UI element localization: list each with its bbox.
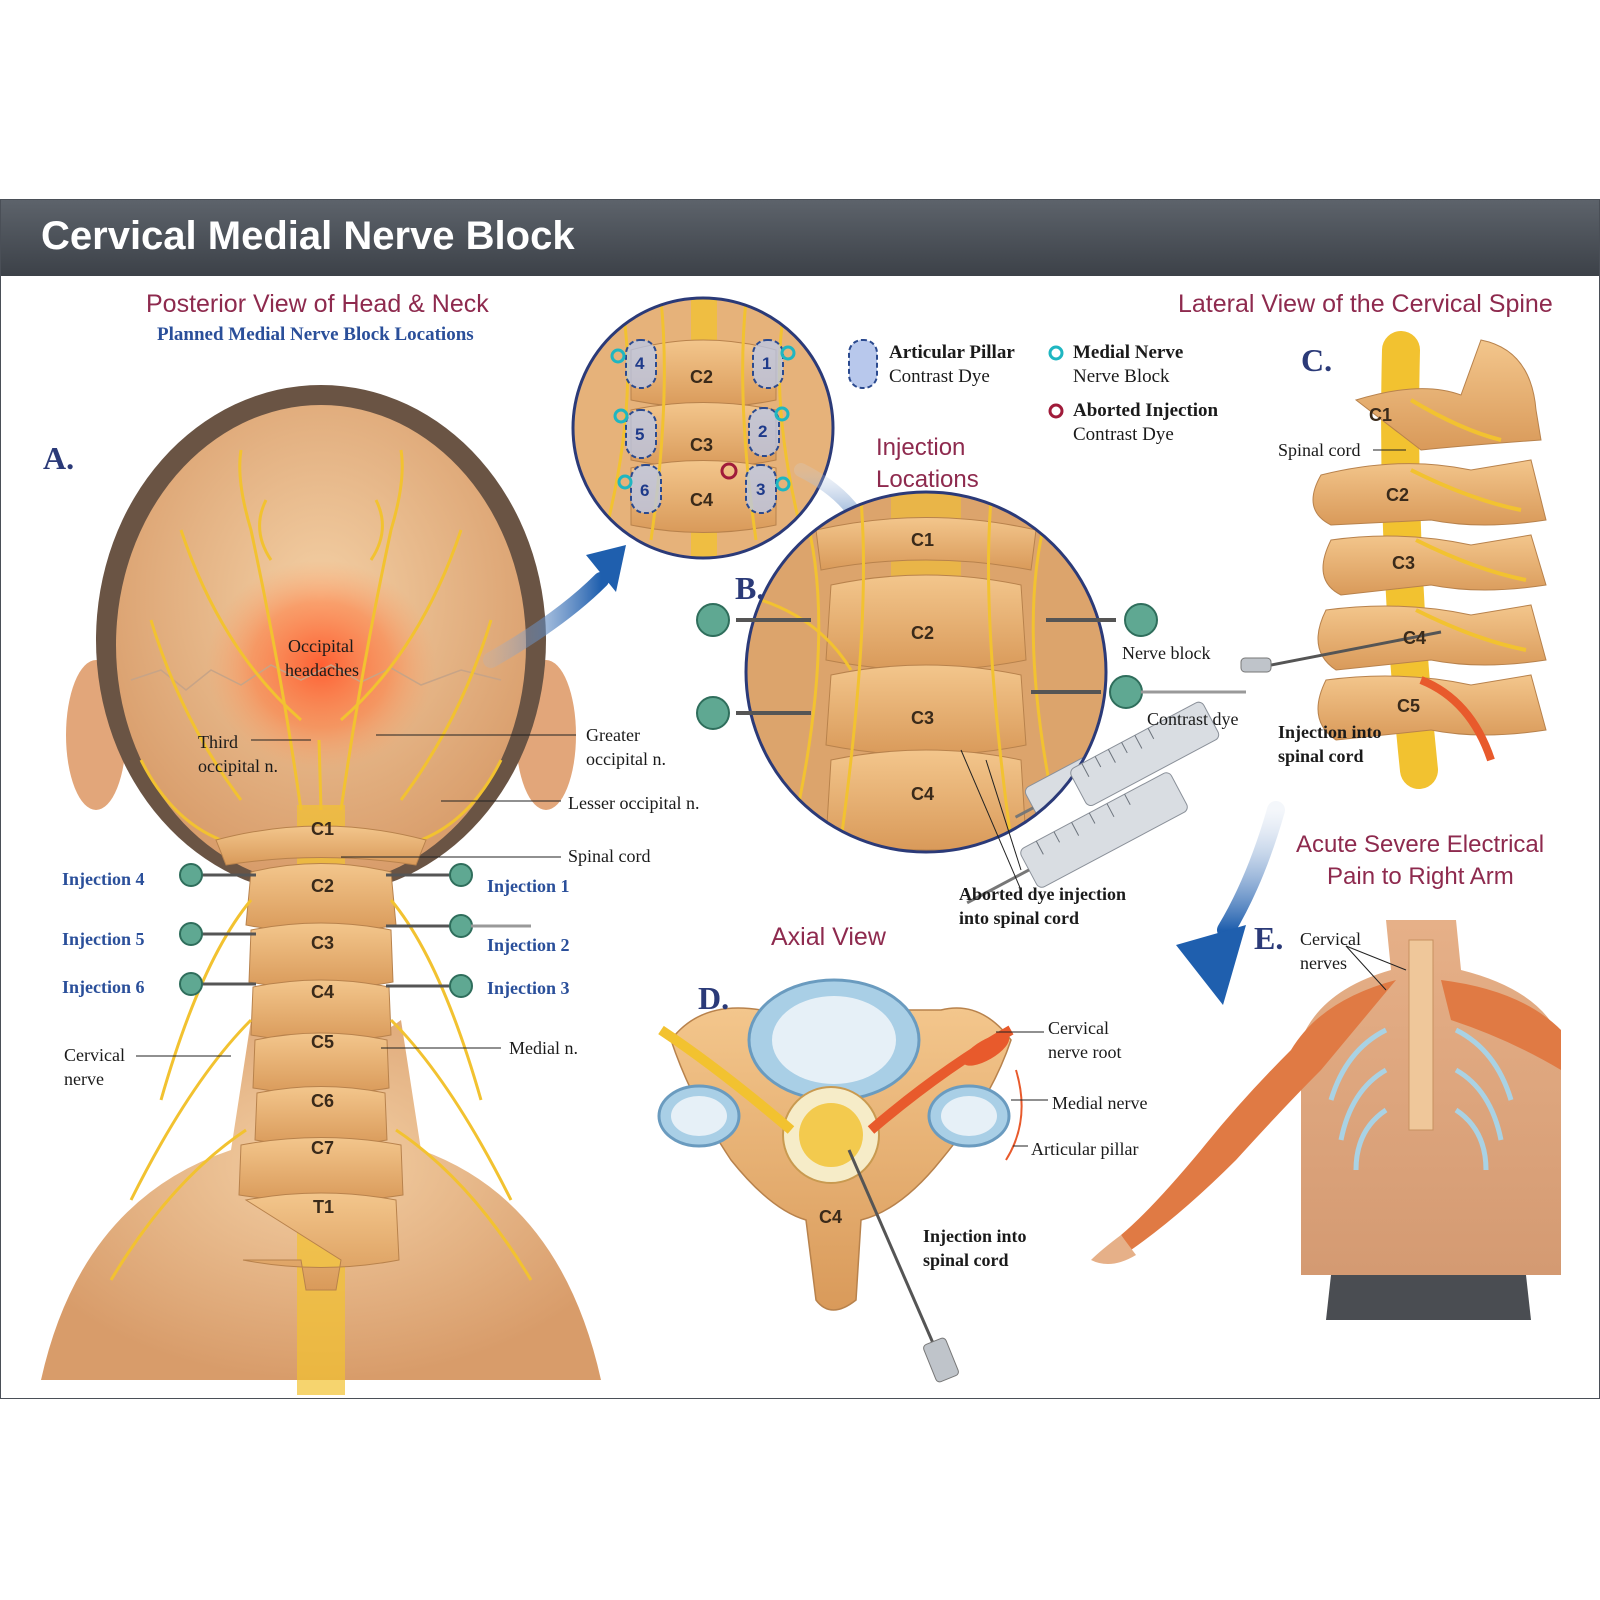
- legend-pillar-sub: Contrast Dye: [889, 366, 990, 387]
- label-third-occipital-2: occipital n.: [198, 756, 278, 776]
- label-medial-nerve-d: Medial nerve: [1052, 1093, 1148, 1113]
- vertebra-a-c5: C5: [311, 1032, 335, 1052]
- label-greater-occipital-2: occipital n.: [586, 749, 666, 769]
- vertebra-a-t1: T1: [313, 1197, 335, 1217]
- panel-e-art: [1091, 920, 1561, 1320]
- vertebra-a-c1: C1: [311, 819, 335, 839]
- injection-5-label: Injection 5: [62, 929, 145, 949]
- pillar-number-1: 1: [762, 354, 772, 373]
- panel-d-art: [657, 978, 1048, 1383]
- panel-b-heading-2: Locations: [876, 466, 979, 493]
- panel-a-heading: Posterior View of Head & Neck: [146, 290, 489, 318]
- vertebra-inset-c4: C4: [690, 490, 714, 510]
- label-occipital-headaches-1: Occipital: [288, 636, 354, 656]
- label-c-injection-2: spinal cord: [1278, 746, 1364, 766]
- vertebra-a-c7: C7: [311, 1138, 335, 1158]
- panel-c-heading: Lateral View of the Cervical Spine: [1178, 290, 1553, 318]
- pillar-number-5: 5: [635, 425, 645, 444]
- label-greater-occipital-1: Greater: [586, 725, 640, 745]
- vertebra-d-c4: C4: [819, 1207, 843, 1227]
- legend-pillar-title: Articular Pillar: [889, 342, 1015, 363]
- label-root-2: nerve root: [1048, 1042, 1122, 1062]
- panel-e-heading-2: Pain to Right Arm: [1327, 863, 1514, 890]
- legend-icons: [848, 339, 1064, 419]
- label-medial-n: Medial n.: [509, 1038, 578, 1058]
- injection-3-label: Injection 3: [487, 978, 570, 998]
- vertebra-a-c2: C2: [311, 876, 335, 896]
- legend-aborted-title: Aborted Injection: [1073, 400, 1219, 421]
- label-cervical-nerve-2: nerve: [64, 1069, 104, 1089]
- panel-d-heading: Axial View: [771, 923, 886, 951]
- panel-a-art: [41, 385, 626, 1395]
- vertebra-a-c3: C3: [311, 933, 335, 953]
- pillar-number-2: 2: [758, 422, 768, 441]
- vertebra-c-c2: C2: [1386, 485, 1410, 505]
- injection-4-label: Injection 4: [62, 869, 145, 889]
- label-aborted-2: into spinal cord: [959, 908, 1080, 928]
- label-lesser-occipital: Lesser occipital n.: [568, 793, 700, 813]
- label-c-injection-1: Injection into: [1278, 722, 1382, 742]
- label-spinal-cord-c: Spinal cord: [1278, 440, 1361, 460]
- vertebra-a-c6: C6: [311, 1091, 335, 1111]
- panel-c-art: [1176, 331, 1547, 1005]
- pillar-number-6: 6: [640, 481, 650, 500]
- label-contrast-dye: Contrast dye: [1147, 709, 1239, 729]
- label-d-injection-1: Injection into: [923, 1226, 1027, 1246]
- vertebra-b-c1: C1: [911, 530, 935, 550]
- illustration: [41, 296, 1561, 1395]
- legend-medial-sub: Nerve Block: [1073, 366, 1170, 387]
- panel-d-letter: D.: [698, 980, 730, 1016]
- label-spinal-cord-a: Spinal cord: [568, 846, 651, 866]
- label-occipital-headaches-2: headaches: [285, 660, 359, 680]
- title-bar: Cervical Medial Nerve Block: [1, 200, 1599, 276]
- vertebra-inset-c3: C3: [690, 435, 714, 455]
- label-cervical-nerve-1: Cervical: [64, 1045, 125, 1065]
- panel-e-letter: E.: [1254, 920, 1284, 956]
- panel-b-letter: B.: [735, 570, 765, 606]
- vertebra-b-c2: C2: [911, 623, 935, 643]
- pillar-number-4: 4: [635, 354, 645, 373]
- label-d-injection-2: spinal cord: [923, 1250, 1009, 1270]
- vertebra-c-c4: C4: [1403, 628, 1427, 648]
- label-nerve-block: Nerve block: [1122, 643, 1211, 663]
- panel-b-heading-1: Injection: [876, 434, 966, 461]
- panel-b-art: [696, 463, 1246, 905]
- vertebra-c-c5: C5: [1397, 696, 1421, 716]
- vertebra-b-c4: C4: [911, 784, 935, 804]
- injection-2-label: Injection 2: [487, 935, 570, 955]
- inset-top-art: [571, 296, 835, 560]
- injection-1-label: Injection 1: [487, 876, 570, 896]
- vertebra-b-c3: C3: [911, 708, 935, 728]
- label-root-1: Cervical: [1048, 1018, 1109, 1038]
- vertebra-c-c3: C3: [1392, 553, 1416, 573]
- label-cervical-nerves-1: Cervical: [1300, 929, 1361, 949]
- injection-6-label: Injection 6: [62, 977, 145, 997]
- panel-e-heading-1: Acute Severe Electrical: [1296, 831, 1545, 858]
- poster-title: Cervical Medial Nerve Block: [41, 214, 575, 258]
- poster: Cervical Medial Nerve Block: [0, 199, 1600, 1399]
- vertebra-a-c4: C4: [311, 982, 335, 1002]
- vertebra-inset-c2: C2: [690, 367, 714, 387]
- vertebra-c-c1: C1: [1369, 405, 1393, 425]
- label-cervical-nerves-2: nerves: [1300, 953, 1347, 973]
- pillar-number-3: 3: [756, 480, 766, 499]
- panel-a-subheading: Planned Medial Nerve Block Locations: [157, 324, 474, 345]
- panel-a-letter: A.: [43, 440, 75, 476]
- label-third-occipital-1: Third: [198, 732, 238, 752]
- legend-aborted-sub: Contrast Dye: [1073, 424, 1174, 445]
- label-aborted-1: Aborted dye injection: [959, 884, 1126, 904]
- legend-medial-title: Medial Nerve: [1073, 342, 1184, 363]
- panel-c-letter: C.: [1301, 342, 1333, 378]
- label-articular-pillar: Articular pillar: [1031, 1139, 1139, 1159]
